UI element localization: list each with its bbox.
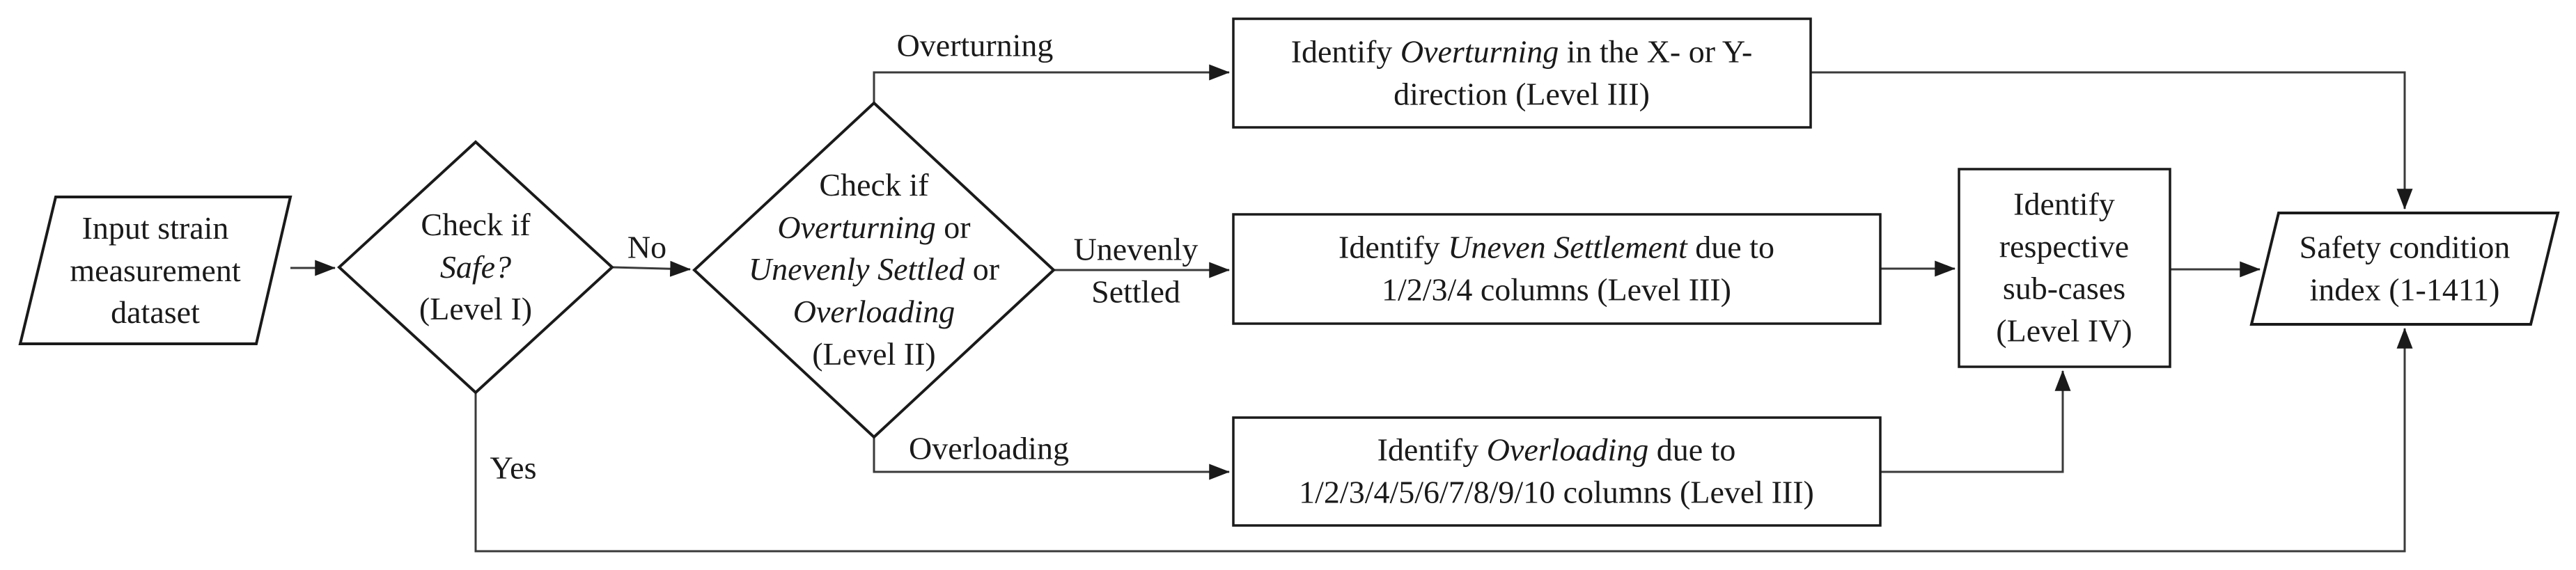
check-failure-mode-decision (692, 101, 1056, 439)
identify-overloading-box (1232, 416, 1882, 527)
input-dataset-node (18, 196, 292, 345)
safety-index-node (2249, 212, 2560, 326)
identify-subcases-box (1958, 168, 2171, 368)
edge-check-safe-no (611, 260, 692, 277)
no-edge-label: No (627, 229, 667, 265)
yes-edge-label: Yes (490, 450, 537, 486)
overloading-edge-label: Overloading (909, 430, 1069, 466)
identify-overturning-label: Identify Overturning in the X- or Y-dire… (1290, 33, 1753, 111)
edge-check-safe-yes-to-index (474, 327, 2413, 553)
identify-uneven-settlement-box (1232, 213, 1882, 325)
edge-overloading-to-subcases (1880, 370, 2071, 473)
edge-mode-overloading (873, 437, 1231, 480)
check-safe-decision (337, 140, 614, 395)
edge-overturning-to-index (1811, 71, 2413, 210)
overturning-edge-label: Overturning (896, 27, 1054, 63)
identify-overturning-box (1232, 17, 1812, 129)
edge-mode-overturning (873, 64, 1231, 103)
